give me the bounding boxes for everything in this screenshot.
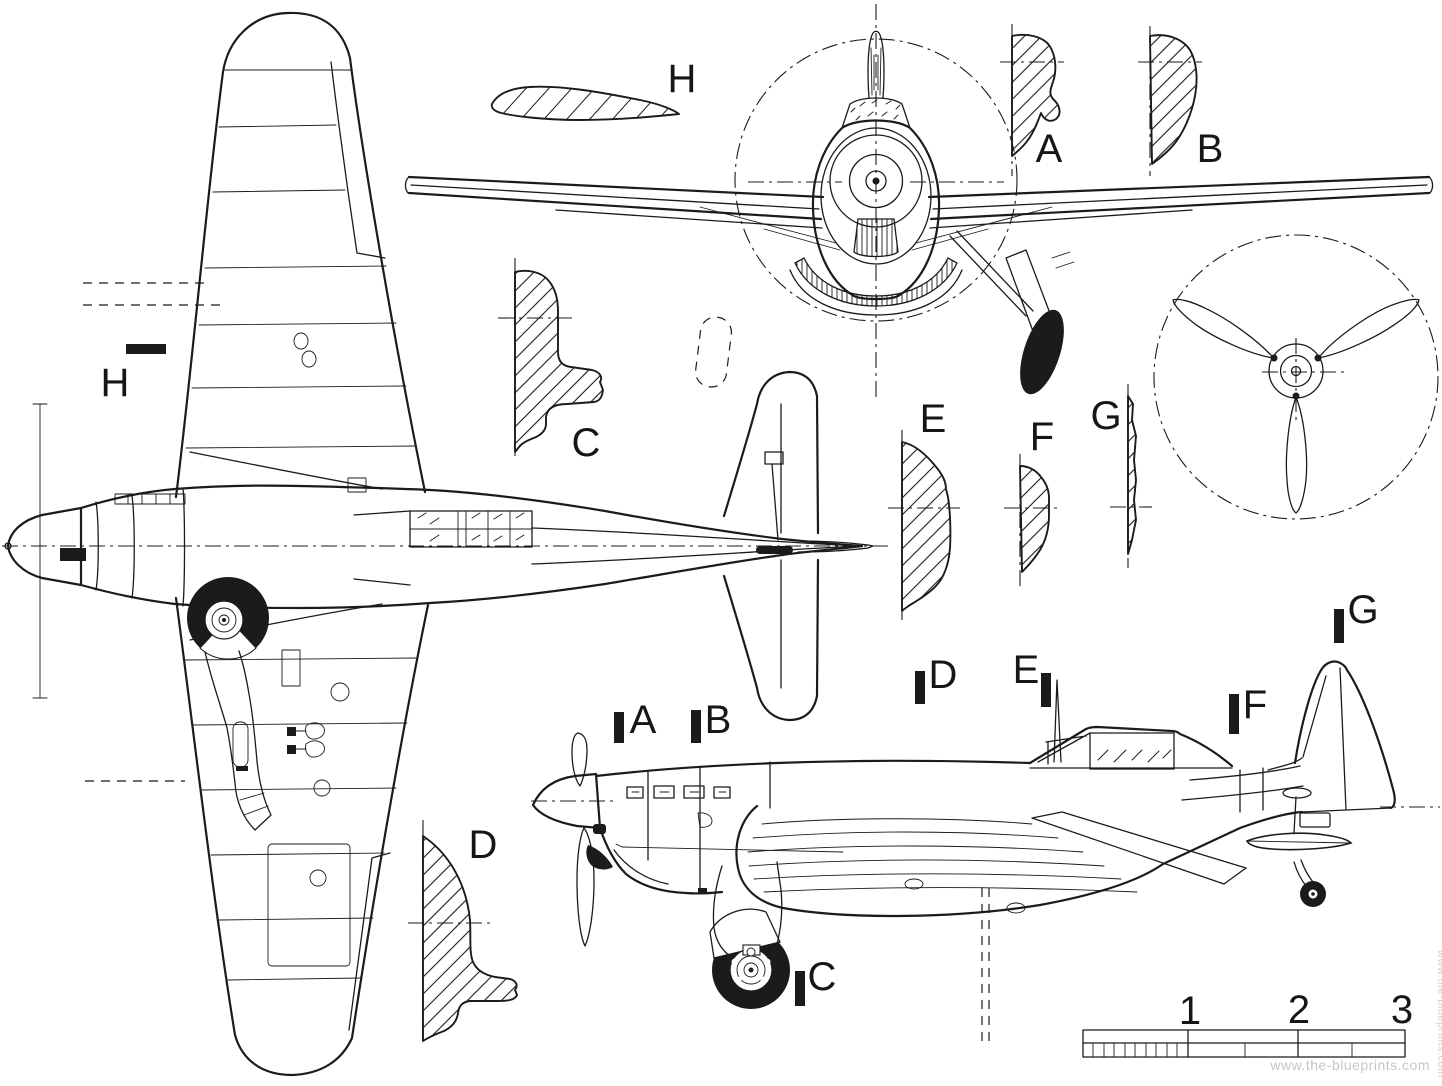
cut-marker-f-label: F — [1243, 683, 1267, 727]
section-d: D — [408, 820, 518, 1044]
side-landing-gear — [698, 861, 790, 1009]
section-b-label: B — [1197, 127, 1224, 171]
front-tire — [1020, 309, 1064, 395]
side-flap-strip — [1031, 811, 1247, 885]
side-stabilizer — [1245, 787, 1353, 851]
airfoil-section-h: H — [490, 57, 697, 121]
watermark-text: www.the-blueprints.com — [1269, 1057, 1430, 1073]
cut-marker-f — [1229, 694, 1239, 734]
cut-marker-b — [691, 710, 701, 743]
side-fuselage — [593, 759, 1304, 895]
section-f-label: F — [1030, 415, 1054, 459]
cut-marker-c-label: C — [808, 955, 837, 999]
cut-marker-b-label: B — [705, 698, 732, 742]
side-prop-blade-upper — [571, 732, 588, 787]
front-prop-disc — [734, 38, 1018, 322]
section-e-label: E — [920, 397, 947, 441]
cut-marker-d-label: D — [929, 653, 958, 697]
front-fin — [867, 30, 885, 99]
propeller-blades — [1172, 298, 1420, 514]
cut-marker-g — [1334, 609, 1344, 643]
section-c-label: C — [572, 421, 601, 465]
side-exhaust-stubs — [626, 785, 731, 799]
section-g: G — [1090, 384, 1152, 568]
front-cowl-band — [794, 257, 958, 307]
front-canopy — [841, 97, 911, 129]
section-g-label: G — [1090, 394, 1121, 438]
plan-dashed-capsule — [694, 316, 733, 388]
section-b: B — [1138, 26, 1223, 176]
cut-marker-a-label: A — [630, 698, 657, 742]
scale-tick-1: 1 — [1179, 989, 1201, 1033]
cut-marker-e — [1041, 673, 1051, 707]
plan-wheel-bay — [187, 577, 269, 660]
plan-upper-wing-fillet — [189, 451, 383, 490]
side-view: A B C D E F G — [531, 588, 1440, 1048]
plan-lower-wing — [85, 577, 430, 1077]
propeller-disc — [1153, 234, 1439, 520]
section-e: E — [888, 397, 960, 624]
side-prop-blade-lower — [576, 827, 595, 947]
cut-marker-d — [915, 671, 925, 704]
airfoil-h-label: H — [668, 57, 697, 101]
plan-elevator-horn — [756, 546, 793, 554]
scale-tick-2: 2 — [1288, 988, 1310, 1032]
plan-fuselage — [79, 451, 864, 641]
plan-lower-aileron — [348, 852, 391, 1031]
plan-prop-blade-edge — [60, 548, 86, 561]
section-f: F — [1004, 415, 1060, 587]
plan-tailplane — [694, 316, 874, 722]
scale-tick-3: 3 — [1391, 988, 1413, 1032]
section-a-label: A — [1036, 127, 1063, 171]
scale-bar: 1 2 3 — [1082, 988, 1413, 1058]
cross-sections: A B C D E F — [101, 24, 1223, 1044]
front-view — [404, 4, 1434, 398]
cut-marker-c — [795, 971, 805, 1006]
side-cut-markers: A B C D E F G — [614, 588, 1379, 1006]
h-marker-label: H — [101, 361, 130, 405]
plan-spinner — [4, 506, 86, 587]
plan-fin-silhouette — [797, 540, 874, 553]
plan-aileron — [330, 61, 386, 259]
side-canopy — [1028, 679, 1234, 770]
front-wings — [404, 175, 1434, 251]
cut-marker-a — [614, 712, 624, 743]
plan-gear-leg-fairing — [204, 650, 272, 831]
h-marker: H — [101, 344, 166, 405]
front-radiator — [853, 218, 899, 258]
h-marker-bar — [126, 344, 166, 354]
plan-wing-details — [232, 649, 351, 967]
watermark-vertical-text: www.the-blueprints.com — [1435, 949, 1442, 1078]
section-a: A — [1000, 24, 1064, 176]
side-tail — [1245, 660, 1440, 907]
side-dashed-reference — [981, 888, 990, 1048]
plan-upper-wing — [83, 11, 427, 499]
section-c: C — [498, 258, 604, 465]
front-fuselage — [789, 119, 963, 316]
cut-marker-g-label: G — [1347, 588, 1378, 632]
side-tail-wheel — [1293, 859, 1326, 907]
front-landing-gear — [949, 230, 1075, 395]
plan-canopy — [353, 510, 533, 586]
side-wing-fairing — [735, 804, 1247, 1048]
side-spinner-prop — [531, 732, 613, 947]
top-view — [2, 11, 893, 1077]
cut-marker-e-label: E — [1013, 648, 1040, 692]
plan-prop-diameter-line — [32, 403, 48, 699]
section-d-label: D — [469, 823, 498, 867]
side-antenna-mast — [1053, 679, 1062, 763]
